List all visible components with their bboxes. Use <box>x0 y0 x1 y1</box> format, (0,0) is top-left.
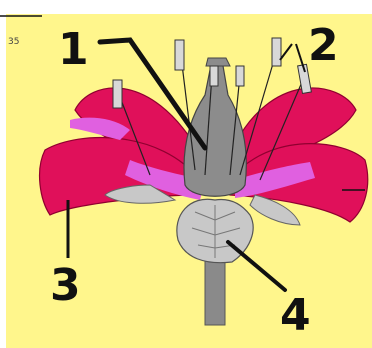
stamen-anther-3 <box>210 66 218 86</box>
label-4: 4 <box>280 290 311 341</box>
stamen-anther-6 <box>236 66 244 86</box>
stamen-anther-2 <box>175 40 184 70</box>
label-3: 3 <box>50 260 81 311</box>
stamen-anther-1 <box>113 80 122 108</box>
stamen-anther-4 <box>272 38 281 66</box>
corner-text: 35 <box>8 37 19 47</box>
stigma <box>206 58 230 66</box>
label-2: 2 <box>308 20 339 71</box>
label-1: 1 <box>58 24 89 75</box>
